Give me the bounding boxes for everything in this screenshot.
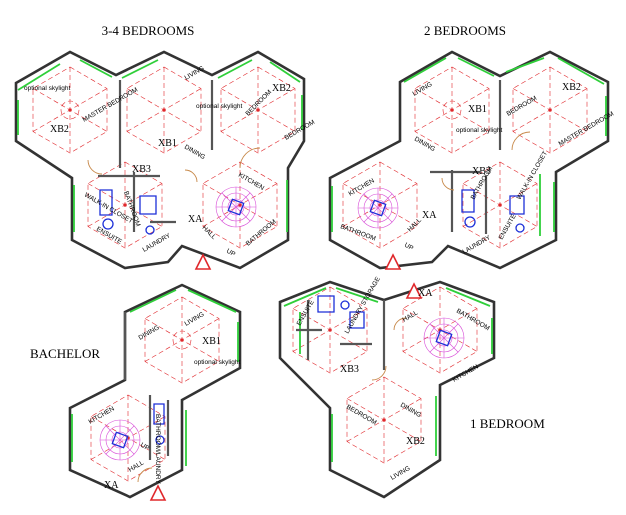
label-hall: HALL bbox=[406, 217, 423, 234]
label-optional-skylight: optional skylight bbox=[456, 127, 502, 134]
label-living: LIVING bbox=[412, 81, 434, 98]
label-kitchen: KITCHEN bbox=[348, 177, 376, 197]
label-bathroom: BATHROOM bbox=[339, 223, 376, 242]
label-bathroom: BATHROOM bbox=[455, 308, 491, 333]
code-xb1: XB1 bbox=[468, 104, 487, 115]
label-master-bedroom: MASTER BEDROOM bbox=[82, 86, 140, 123]
label-living: LIVING bbox=[390, 465, 412, 482]
label-laundry: LAUNDRY bbox=[462, 234, 493, 256]
plan-bachelor: BACHELOR XB1 XA optional skylight DINING… bbox=[30, 283, 242, 501]
label-dining: DINING bbox=[183, 144, 206, 161]
label-ensuite: ENSUITE bbox=[498, 213, 518, 241]
code-xa: XA bbox=[104, 480, 119, 491]
plan-1-bedroom: 1 BEDROOM XA XB3 XB2 ENSUITE LAUNDRY STO… bbox=[278, 275, 545, 499]
label-optional-skylight: optional skylight bbox=[196, 103, 242, 110]
label-kitchen: KITCHEN bbox=[237, 172, 265, 192]
label-hall: HALL bbox=[201, 224, 218, 241]
code-xb3: XB3 bbox=[340, 364, 359, 375]
label-kitchen: KITCHEN bbox=[452, 363, 480, 383]
code-xb2: XB2 bbox=[272, 83, 291, 94]
code-xa: XA bbox=[422, 210, 437, 221]
label-bedroom: BEDROOM bbox=[244, 89, 273, 118]
label-up: UP bbox=[403, 242, 414, 253]
code-xb3: XB3 bbox=[472, 166, 491, 177]
code-xb2: XB2 bbox=[50, 124, 69, 135]
code-xa: XA bbox=[418, 288, 433, 299]
label-living: LIVING bbox=[184, 311, 206, 328]
label-dining: DINING bbox=[413, 136, 436, 153]
label-laundry: LAUNDRY bbox=[142, 232, 173, 254]
label-optional-skylight: optional skylight bbox=[24, 85, 70, 92]
code-xb1: XB1 bbox=[158, 138, 177, 149]
code-xb2: XB2 bbox=[406, 436, 425, 447]
label-optional-skylight: optional skylight bbox=[194, 359, 240, 366]
heading-2-bedrooms: 2 BEDROOMS bbox=[424, 23, 506, 38]
label-bathroom: BATHROOM bbox=[245, 218, 278, 247]
code-xb1: XB1 bbox=[202, 336, 221, 347]
label-bathroom-laundry: BATHROOM/LAUNDRY bbox=[154, 414, 161, 484]
heading-bachelor: BACHELOR bbox=[30, 346, 100, 361]
plan-3-4-bedrooms: 3-4 BEDROOMS XB2 XB1 XB2 XB3 XA optional… bbox=[14, 23, 317, 270]
label-bedroom: BEDROOM bbox=[284, 119, 317, 142]
label-ensuite: ENSUITE bbox=[296, 299, 316, 327]
label-bedroom: BEDROOM bbox=[506, 95, 539, 118]
code-xb2: XB2 bbox=[562, 82, 581, 93]
label-dining: DINING bbox=[138, 324, 161, 341]
code-xb3: XB3 bbox=[132, 164, 151, 175]
label-walk-in-closet: WALK-IN CLOSET bbox=[516, 150, 549, 201]
code-xa: XA bbox=[188, 214, 203, 225]
heading-3-4-bedrooms: 3-4 BEDROOMS bbox=[102, 23, 195, 38]
label-up: UP bbox=[225, 248, 236, 259]
label-hall: HALL bbox=[402, 309, 420, 323]
heading-1-bedroom: 1 BEDROOM bbox=[470, 416, 545, 431]
label-up: UP bbox=[139, 442, 150, 453]
plan-2-bedrooms: 2 BEDROOMS XB1 XB2 XB3 XA optional skyli… bbox=[328, 23, 615, 270]
